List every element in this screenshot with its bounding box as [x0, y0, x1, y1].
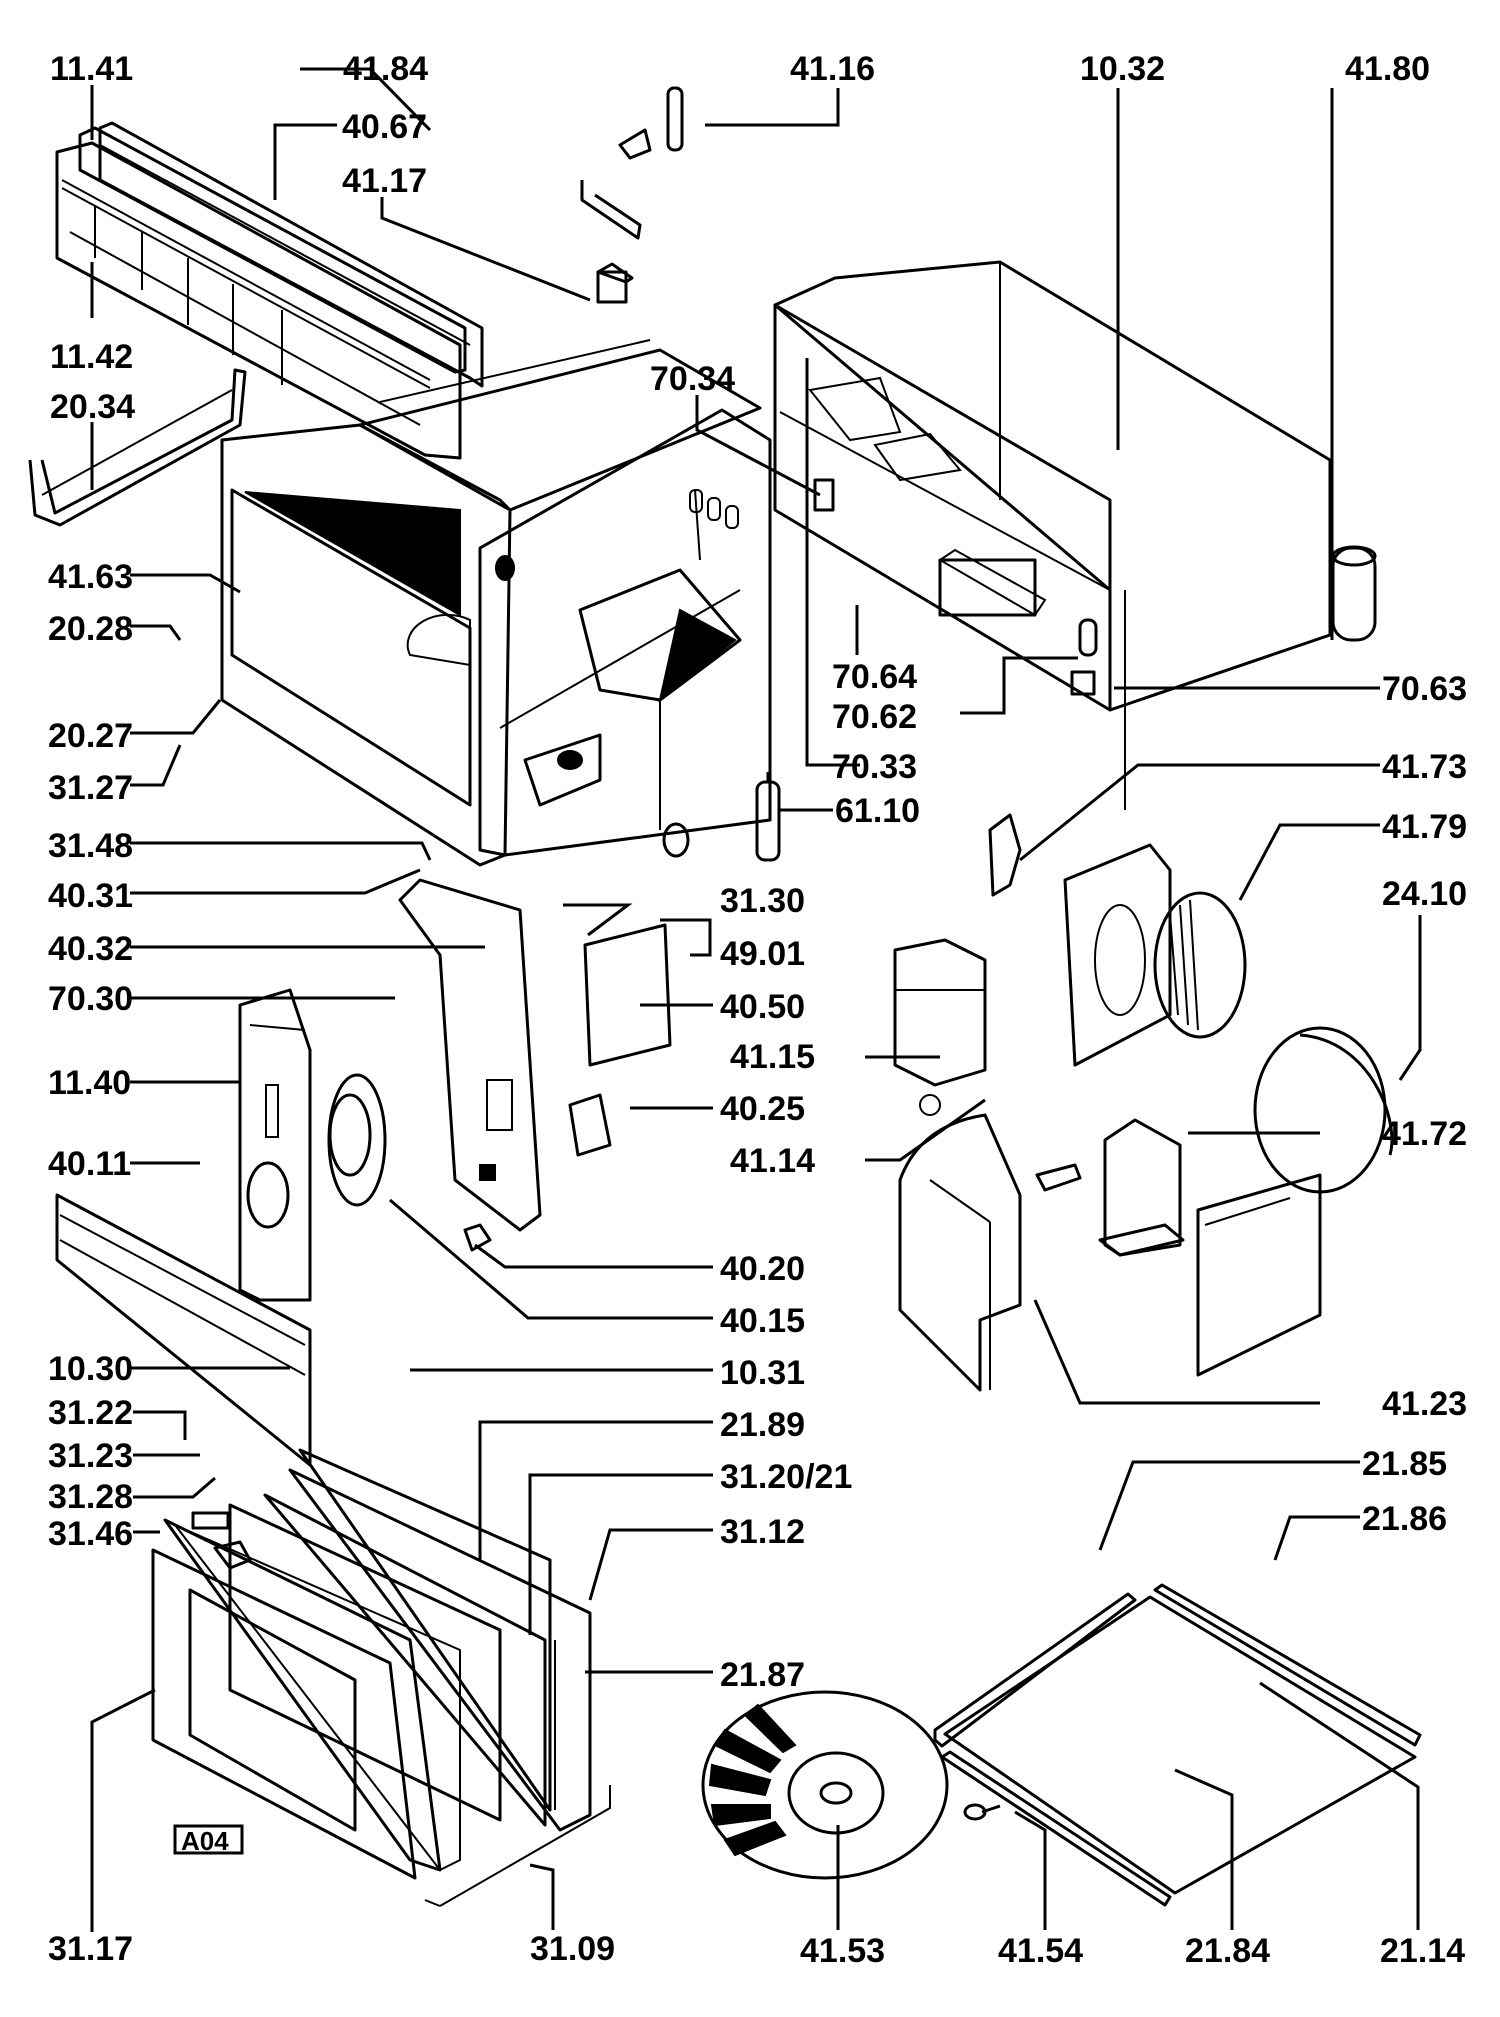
sheet-code-text: A04: [181, 1826, 229, 1856]
label-41-84: 41.84: [343, 50, 428, 88]
label-21-87: 21.87: [720, 1656, 805, 1694]
label-11-42: 11.42: [50, 338, 133, 376]
label-21-89: 21.89: [720, 1406, 805, 1444]
label-31-27: 31.27: [48, 769, 133, 807]
label-31-17: 31.17: [48, 1930, 133, 1968]
label-10-32: 10.32: [1080, 50, 1165, 88]
label-40-25: 40.25: [720, 1090, 805, 1128]
rear-casing: [773, 260, 1332, 810]
label-11-41: 11.41: [50, 50, 133, 88]
air-duct-41-23: [898, 1113, 1022, 1392]
label-41-63: 41.63: [48, 558, 133, 596]
label-31-20-21: 31.20/21: [720, 1458, 852, 1496]
label-70-33: 70.33: [832, 748, 917, 786]
label-70-62: 70.62: [832, 698, 917, 736]
label-24-10: 24.10: [1382, 875, 1467, 913]
label-61-10: 61.10: [835, 792, 920, 830]
leader-lines: [90, 67, 1422, 1932]
shelf-assembly: [933, 1583, 1422, 1907]
label-10-30: 10.30: [48, 1350, 133, 1388]
label-40-15: 40.15: [720, 1302, 805, 1340]
label-70-34: 70.34: [650, 360, 735, 398]
door-bracket-lines: [424, 1785, 611, 1907]
label-49-01: 49.01: [720, 935, 805, 973]
label-31-22: 31.22: [48, 1394, 133, 1432]
label-20-34: 20.34: [50, 388, 135, 426]
small-top-parts: [580, 86, 684, 304]
capacitor-61-10: [755, 772, 781, 862]
transformer-41-72: [1035, 1118, 1185, 1257]
label-41-15: 41.15: [730, 1038, 815, 1076]
capacitor-41-80: [1331, 545, 1377, 642]
top-trim-frame: [55, 121, 484, 460]
label-41-53: 41.53: [800, 1932, 885, 1970]
magnetron: [893, 938, 987, 1116]
door-assembly: [151, 1448, 592, 1880]
label-21-14: 21.14: [1380, 1932, 1465, 1970]
label-41-16: 41.16: [790, 50, 875, 88]
label-21-84: 21.84: [1185, 1932, 1270, 1970]
label-31-30: 31.30: [720, 882, 805, 920]
label-31-46: 31.46: [48, 1515, 133, 1553]
bracket-20-34: [28, 368, 247, 527]
label-20-28: 20.28: [48, 610, 133, 648]
label-40-50: 40.50: [720, 988, 805, 1026]
label-40-11: 40.11: [48, 1145, 131, 1183]
label-10-31: 10.31: [720, 1354, 805, 1392]
small-parts-70-62: [1070, 618, 1098, 696]
sheet-code-badge: A04: [173, 1824, 244, 1856]
label-40-31: 40.31: [48, 877, 133, 915]
label-31-23: 31.23: [48, 1437, 133, 1475]
control-panel-assembly: [55, 878, 672, 1467]
part-labels: 11.41 41.84 41.16 10.32 41.80 40.67 41.1…: [48, 50, 1467, 1970]
label-41-73: 41.73: [1382, 748, 1467, 786]
label-21-85: 21.85: [1362, 1445, 1447, 1483]
roller-41-54: [963, 1803, 1001, 1821]
label-41-79: 41.79: [1382, 808, 1467, 846]
label-41-72: 41.72: [1382, 1115, 1467, 1153]
label-41-14: 41.14: [730, 1142, 815, 1180]
label-70-63: 70.63: [1382, 670, 1467, 708]
label-20-27: 20.27: [48, 717, 133, 755]
label-31-12: 31.12: [720, 1513, 805, 1551]
label-41-54: 41.54: [998, 1932, 1083, 1970]
label-40-32: 40.32: [48, 930, 133, 968]
label-41-17: 41.17: [342, 162, 427, 200]
label-31-28: 31.28: [48, 1478, 133, 1516]
label-41-80: 41.80: [1345, 50, 1430, 88]
oven-cabinet: [220, 339, 772, 867]
side-panel: [1196, 1173, 1322, 1377]
label-70-30: 70.30: [48, 980, 133, 1018]
label-40-20: 40.20: [720, 1250, 805, 1288]
label-41-23: 41.23: [1382, 1385, 1467, 1423]
label-21-86: 21.86: [1362, 1500, 1447, 1538]
label-31-48: 31.48: [48, 827, 133, 865]
label-70-64: 70.64: [832, 658, 917, 696]
label-31-09: 31.09: [530, 1930, 615, 1968]
label-40-67: 40.67: [342, 108, 427, 146]
label-11-40: 11.40: [48, 1064, 131, 1102]
turntable-41-53: [701, 1690, 949, 1880]
fan-assembly: [988, 813, 1394, 1194]
